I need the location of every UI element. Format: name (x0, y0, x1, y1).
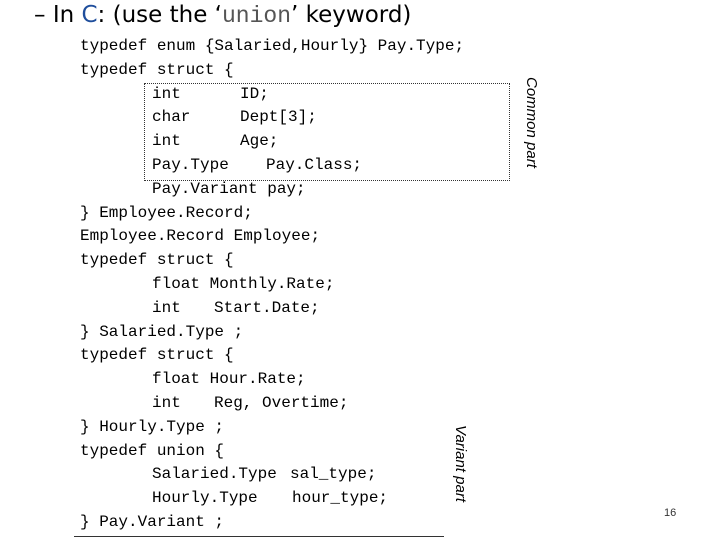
code-line-8: } Employee.Record; (80, 203, 253, 222)
code-line-20: Hourly.Type hour_type; (80, 487, 464, 511)
code-line-6: Pay.Type Pay.Class; (80, 154, 464, 178)
field-name: ID; (240, 84, 269, 103)
code-line-21: } Pay.Variant ; (80, 512, 225, 531)
title-language: C (81, 2, 98, 28)
field-type: Hourly.Type (152, 489, 258, 508)
title-middle: : (use the ‘ (97, 2, 222, 28)
field-type: int (152, 298, 181, 317)
slide-title: – In C: (use the ‘union’ keyword) (34, 2, 411, 29)
page-number: 16 (664, 507, 677, 519)
field-name: Age; (240, 132, 279, 151)
field-name: Reg, Overtime; (214, 393, 349, 412)
code-line-17: } Hourly.Type ; (80, 417, 225, 436)
code-line-13: } Salaried.Type ; (80, 322, 244, 341)
code-line-3: int ID; (80, 83, 464, 107)
title-keyword: union (221, 3, 291, 29)
field-decl: float Hour.Rate; (152, 370, 306, 389)
variant-part-underline (74, 536, 444, 537)
code-line-10: typedef struct { (80, 251, 234, 270)
variant-part-label: Variant part (452, 425, 469, 502)
field-type: int (152, 84, 181, 103)
title-suffix: ’ keyword) (291, 2, 412, 28)
code-line-16: int Reg, Overtime; (80, 392, 464, 416)
field-name: Start.Date; (214, 298, 320, 317)
field-name: Dept[3]; (240, 108, 317, 127)
code-line-1: typedef enum {Salaried,Hourly} Pay.Type; (80, 37, 465, 55)
field-type: Salaried.Type (152, 465, 277, 484)
field-name: hour_type; (292, 489, 389, 508)
code-block: typedef enum {Salaried,Hourly} Pay.Type;… (80, 35, 464, 535)
field-decl: float Monthly.Rate; (152, 274, 335, 293)
code-line-14: typedef struct { (80, 346, 234, 365)
code-line-11: float Monthly.Rate; (80, 273, 464, 297)
code-line-2: typedef struct { (80, 60, 234, 79)
field-type: char (152, 108, 191, 127)
field-decl: Pay.Variant pay; (152, 179, 306, 198)
code-line-15: float Hour.Rate; (80, 368, 464, 392)
field-name: Pay.Class; (266, 155, 363, 174)
field-name: sal_type; (290, 465, 377, 484)
common-part-label: Common part (523, 77, 540, 168)
code-line-12: int Start.Date; (80, 297, 464, 321)
code-line-4: char Dept[3]; (80, 106, 464, 130)
field-type: int (152, 393, 181, 412)
field-type: Pay.Type (152, 155, 229, 174)
common-part-box (144, 83, 510, 181)
code-line-9: Employee.Record Employee; (80, 227, 321, 246)
code-line-7: Pay.Variant pay; (80, 178, 464, 202)
title-prefix: In (52, 2, 82, 28)
field-type: int (152, 132, 181, 151)
code-line-18: typedef union { (80, 441, 225, 460)
code-line-19: Salaried.Type sal_type; (80, 463, 464, 487)
title-dash: – (34, 2, 53, 28)
code-line-5: int Age; (80, 130, 464, 154)
